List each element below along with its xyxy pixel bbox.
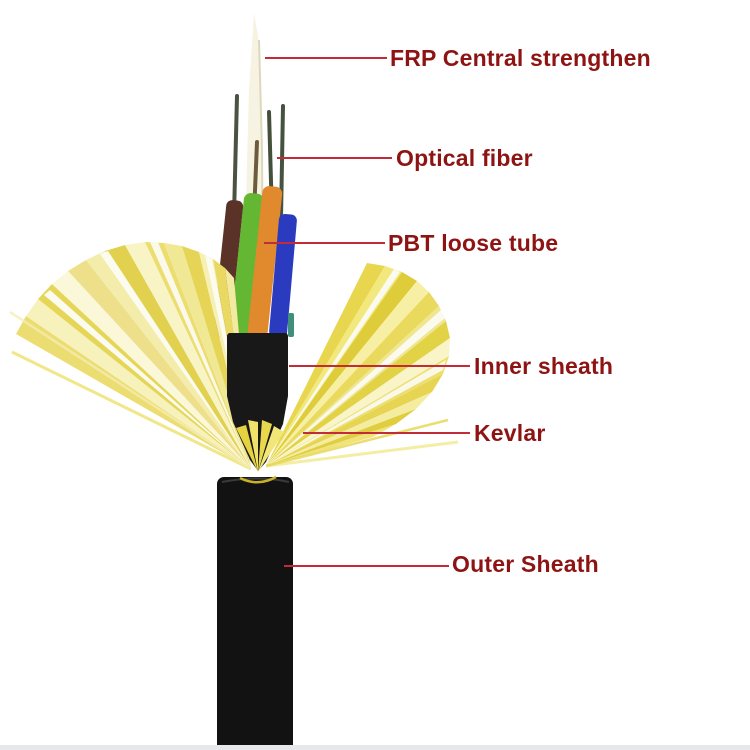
- leader-line-kevlar: [303, 432, 470, 434]
- pbt-loose-tubes: [213, 186, 297, 339]
- kevlar-convergence-tuft: [236, 420, 284, 484]
- leader-line-inner-sheath: [289, 365, 470, 367]
- kevlar-left-fan: [9, 242, 252, 471]
- label-pbt-loose-tube: PBT loose tube: [388, 230, 559, 256]
- leader-line-pbt: [264, 242, 385, 244]
- outer-sheath-graphic: [217, 477, 293, 750]
- leader-line-outer-sheath: [284, 565, 449, 567]
- label-kevlar: Kevlar: [474, 420, 546, 446]
- leader-line-optical-fiber: [277, 157, 392, 159]
- label-optical-fiber: Optical fiber: [396, 145, 533, 171]
- photo-bottom-edge: [0, 745, 750, 750]
- label-outer-sheath: Outer Sheath: [452, 551, 599, 577]
- label-frp-central-strengthen: FRP Central strengthen: [390, 45, 651, 71]
- leader-line-frp: [265, 57, 387, 59]
- label-inner-sheath: Inner sheath: [474, 353, 614, 379]
